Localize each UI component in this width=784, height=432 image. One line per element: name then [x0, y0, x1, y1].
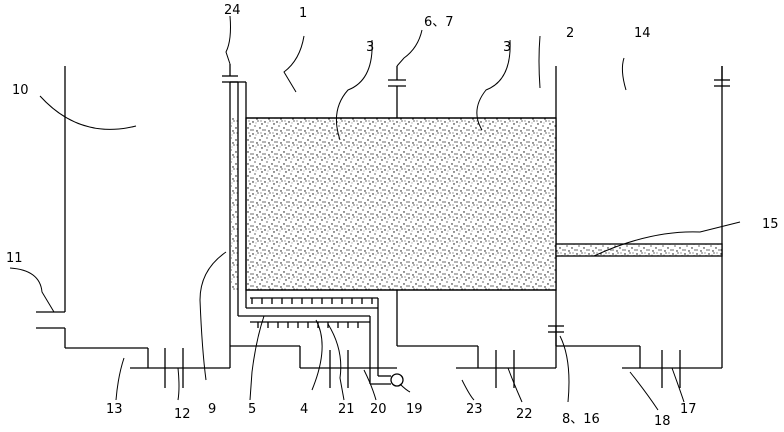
- distribution-pipe-4: [250, 321, 370, 328]
- side-media-layer: [555, 243, 723, 257]
- wall-media-strip: [231, 118, 238, 290]
- label-3b: 3: [503, 40, 511, 55]
- label-18: 18: [654, 414, 671, 429]
- label-24: 24: [224, 3, 241, 18]
- label-4: 4: [300, 402, 308, 417]
- label-15: 15: [762, 217, 779, 232]
- label-11: 11: [6, 251, 23, 266]
- label-6-7: 6、7: [424, 15, 454, 30]
- label-5: 5: [248, 402, 256, 417]
- label-10: 10: [12, 83, 29, 98]
- valves: [164, 64, 730, 388]
- number-labels: 1 2 3 3 4 5 6、7 8、16 9 10 11 12 13 14 15…: [6, 3, 779, 429]
- distribution-pipe-5: [250, 297, 378, 304]
- left-column-10: [36, 66, 66, 348]
- label-12: 12: [174, 407, 191, 422]
- label-17: 17: [680, 402, 697, 417]
- label-9: 9: [208, 402, 216, 417]
- leader-lines: [9, 15, 741, 411]
- label-20: 20: [370, 402, 387, 417]
- label-1: 1: [299, 6, 307, 21]
- label-23: 23: [466, 402, 483, 417]
- filter-media-bed: [245, 117, 557, 291]
- label-2: 2: [566, 26, 574, 41]
- label-3a: 3: [366, 40, 374, 55]
- label-8-16: 8、16: [562, 412, 600, 427]
- label-19: 19: [406, 402, 423, 417]
- bottom-pipeline: [65, 345, 723, 369]
- label-21: 21: [338, 402, 355, 417]
- label-22: 22: [516, 407, 533, 422]
- label-13: 13: [106, 402, 123, 417]
- pump-line: [369, 298, 404, 387]
- inlet-pipe-24: [230, 81, 378, 317]
- label-14: 14: [634, 26, 651, 41]
